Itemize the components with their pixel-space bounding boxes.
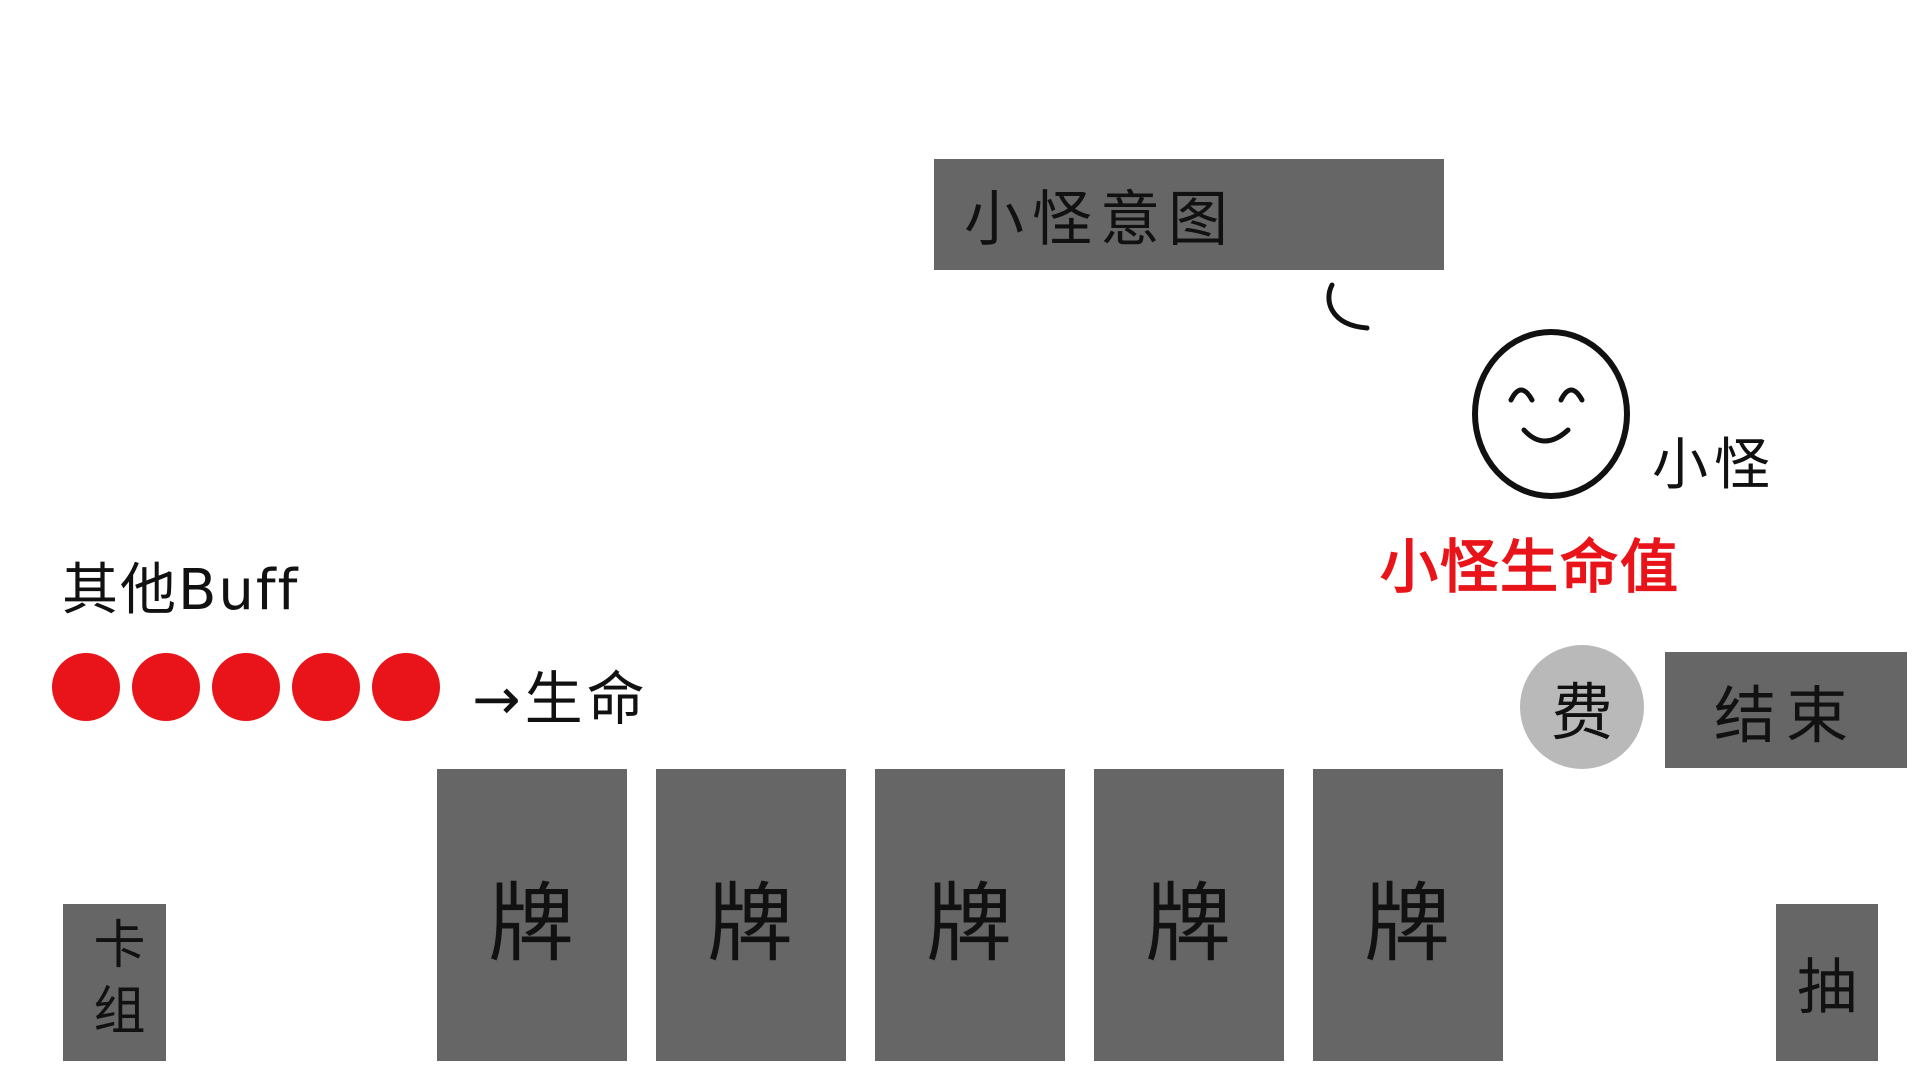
enemy-intent-label: 小怪意图 xyxy=(964,185,1236,255)
card-label: 牌 xyxy=(926,873,1014,974)
draw-pile-label: 卡组 xyxy=(84,916,144,1049)
draw-pile[interactable]: 卡组 xyxy=(63,904,166,1061)
life-point xyxy=(132,653,200,721)
life-point xyxy=(212,653,280,721)
buff-label: 其他Buff xyxy=(62,558,300,623)
card-label: 牌 xyxy=(1145,873,1233,974)
enemy-intent-panel: 小怪意图 xyxy=(934,159,1444,270)
card-label: 牌 xyxy=(488,873,576,974)
hand-card[interactable]: 牌 xyxy=(656,769,846,1061)
end-turn-button[interactable]: 结束 xyxy=(1665,652,1907,768)
cost-indicator: 费 xyxy=(1520,645,1644,769)
life-points xyxy=(52,653,440,721)
hand-card[interactable]: 牌 xyxy=(1094,769,1284,1061)
card-label: 牌 xyxy=(707,873,795,974)
discard-pile[interactable]: 抽 xyxy=(1776,904,1878,1061)
hand: 牌 牌 牌 牌 牌 xyxy=(437,769,1503,1061)
speech-tick-icon xyxy=(1326,282,1370,331)
enemy-face-icon[interactable] xyxy=(1466,322,1636,502)
enemy-name-label: 小怪 xyxy=(1652,433,1776,498)
hand-card[interactable]: 牌 xyxy=(875,769,1065,1061)
hand-card[interactable]: 牌 xyxy=(1313,769,1503,1061)
end-turn-label: 结束 xyxy=(1713,679,1858,752)
life-point xyxy=(52,653,120,721)
life-label: →生命 xyxy=(472,665,649,733)
cost-label: 费 xyxy=(1550,676,1613,749)
enemy-hp-label: 小怪生命值 xyxy=(1380,533,1681,601)
life-point xyxy=(372,653,440,721)
hand-card[interactable]: 牌 xyxy=(437,769,627,1061)
discard-pile-label: 抽 xyxy=(1797,953,1857,1023)
card-label: 牌 xyxy=(1364,873,1452,974)
life-point xyxy=(292,653,360,721)
